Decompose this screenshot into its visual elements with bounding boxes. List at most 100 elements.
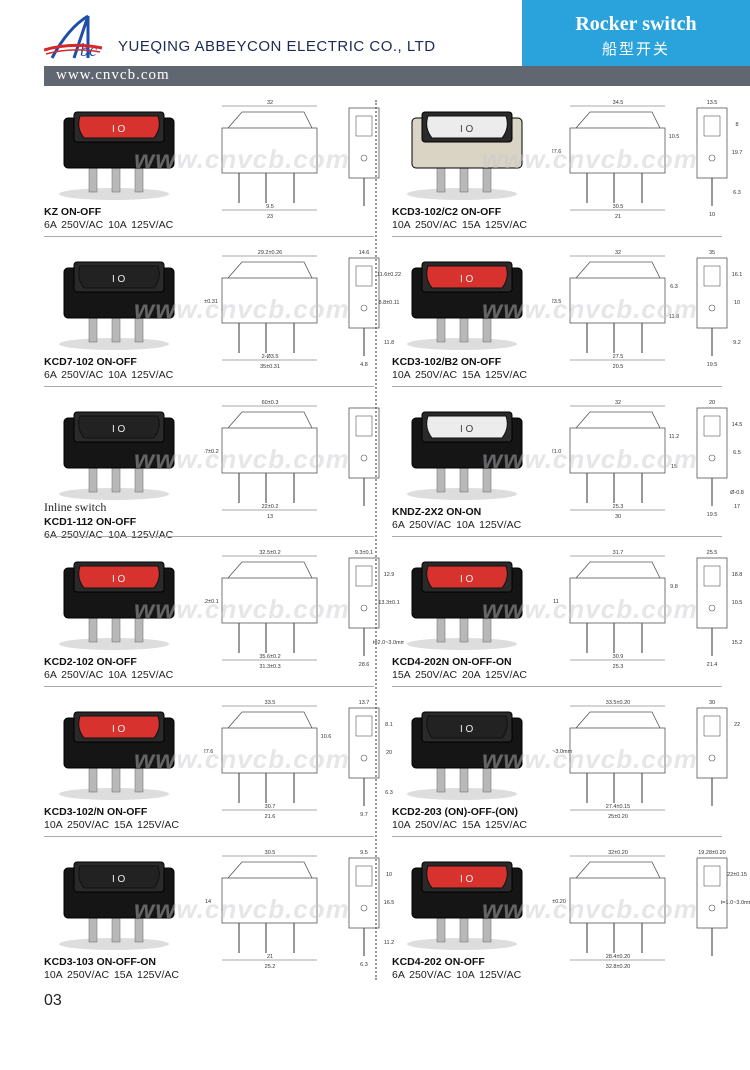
dimension-label: 9.5 bbox=[360, 850, 368, 856]
dimension-label: 19.28±0.20 bbox=[698, 850, 726, 856]
dimension-label: 9.5 bbox=[266, 204, 274, 210]
product-rating: 6A 250V/AC 10A 125V/AC bbox=[392, 969, 522, 981]
rocker-symbol: I O bbox=[460, 874, 474, 885]
product-variant-label: Inline switch bbox=[44, 500, 107, 514]
dimension-label: 15 bbox=[671, 464, 677, 470]
dimension-label: 30 bbox=[709, 700, 715, 706]
dimension-label: 22 bbox=[734, 722, 740, 728]
dimension-label: 6.3 bbox=[670, 284, 678, 290]
dimension-label: 21.0 bbox=[552, 449, 561, 455]
dimension-label: 30.5 bbox=[613, 204, 624, 210]
product-model: KCD1-112 ON-OFF bbox=[44, 516, 137, 528]
row-divider bbox=[44, 536, 374, 537]
dimension-label: 8.8±0.11 bbox=[379, 300, 400, 306]
dimension-label: 13.5 bbox=[707, 100, 718, 106]
dimension-label: 6.3 bbox=[385, 790, 393, 796]
dimension-label: 27.6 bbox=[552, 149, 561, 155]
rocker-symbol: I O bbox=[460, 724, 474, 735]
dimension-label: 60±0.3 bbox=[262, 400, 279, 406]
dimension-label: 35 bbox=[709, 250, 715, 256]
dimension-label: 11.2 bbox=[384, 940, 394, 946]
dimension-drawing: 29.2±0.262-Ø3.535±0.3147±0.3114.611.6±0.… bbox=[204, 250, 401, 370]
dimension-label: 9.3±0.1 bbox=[355, 550, 373, 556]
dimension-label: 32±0.20 bbox=[608, 850, 628, 856]
dimension-label: 23.5 bbox=[552, 299, 561, 305]
dimension-label: 11 bbox=[553, 599, 559, 605]
rocker-actuator bbox=[426, 865, 508, 889]
dimension-label: 21 bbox=[615, 214, 621, 220]
dimension-label: t=1.5~3.0mm bbox=[552, 749, 573, 755]
rocker-actuator bbox=[78, 865, 160, 889]
dimension-label: 35.6±0.2 bbox=[259, 654, 280, 660]
dimension-drawing: 32 9.5 23 bbox=[221, 100, 380, 220]
product-photo: I O bbox=[407, 411, 523, 500]
dimension-label: 10.6 bbox=[321, 734, 332, 740]
dimension-label: t=1.0~3.0mm bbox=[721, 900, 750, 906]
dimension-label: 11.8 bbox=[669, 314, 679, 320]
dimension-label: 8.1 bbox=[385, 722, 393, 728]
product-rating: 6A 250V/AC 10A 125V/AC bbox=[44, 669, 174, 681]
product-cell: I O 29.2±0.262-Ø3.535±0.3147±0.3114.611.6… bbox=[44, 248, 404, 398]
dimension-label: 13.7 bbox=[359, 700, 370, 706]
product-model: KCD4-202 ON-OFF bbox=[392, 956, 485, 968]
dimension-label: 14.5 bbox=[732, 422, 743, 428]
dimension-label: 25.7±0.2 bbox=[204, 449, 219, 455]
dimension-label: 23 bbox=[267, 214, 273, 220]
dimension-label: 11.8 bbox=[384, 340, 394, 346]
dimension-label: 20.5 bbox=[613, 364, 624, 370]
dimension-label: Ø-0.8 bbox=[730, 490, 744, 496]
product-rating: 6A 250V/AC 10A 125V/AC bbox=[44, 369, 174, 381]
product-rating: 6A 250V/AC 10A 125V/AC bbox=[44, 219, 174, 231]
rocker-actuator bbox=[426, 565, 508, 589]
row-divider bbox=[392, 536, 722, 537]
product-model: KZ ON-OFF bbox=[44, 206, 102, 218]
dimension-label: 6.3 bbox=[733, 190, 741, 196]
dimension-label: 27.5 bbox=[613, 354, 624, 360]
dimension-label: 31.3±0.3 bbox=[259, 664, 280, 670]
company-logo: bc bbox=[44, 14, 103, 60]
dimension-label: 10.5 bbox=[669, 134, 680, 140]
column-divider bbox=[375, 100, 377, 980]
product-photo: I O bbox=[407, 111, 523, 200]
rocker-actuator bbox=[426, 415, 508, 439]
dimension-label: 10.5 bbox=[732, 600, 743, 606]
dimension-label: 16.5 bbox=[384, 900, 395, 906]
dimension-label: 19.7 bbox=[732, 150, 743, 156]
row-divider bbox=[392, 386, 722, 387]
dimension-label: 32.8±0.20 bbox=[606, 964, 630, 970]
category-title-en: Rocker switch bbox=[575, 13, 697, 35]
dimension-drawing: 32±0.2028.4±0.2032.8±0.2029±0.2019.28±0.… bbox=[552, 850, 750, 970]
dimension-label: 30 bbox=[615, 514, 621, 520]
product-model: KCD3-102/C2 ON-OFF bbox=[392, 206, 502, 218]
dimension-label: 12.9 bbox=[384, 572, 395, 578]
product-rating: 10A 250V/AC 15A 125V/AC bbox=[44, 969, 180, 981]
dimension-label: 33.5 bbox=[265, 700, 276, 706]
product-rating: 15A 250V/AC 20A 125V/AC bbox=[392, 669, 528, 681]
product-model: KCD3-102/B2 ON-OFF bbox=[392, 356, 502, 368]
product-rating: 10A 250V/AC 15A 125V/AC bbox=[392, 219, 528, 231]
dimension-label: 31.7 bbox=[613, 550, 624, 556]
dimension-label: 19.5 bbox=[707, 512, 718, 518]
dimension-label: 14.6 bbox=[359, 250, 370, 256]
rocker-symbol: I O bbox=[112, 274, 126, 285]
dimension-label: 10 bbox=[386, 872, 392, 878]
product-rating: 10A 250V/AC 15A 125V/AC bbox=[44, 819, 180, 831]
rocker-symbol: I O bbox=[112, 874, 126, 885]
rocker-actuator bbox=[426, 265, 508, 289]
product-model: KCD2-203 (ON)-OFF-(ON) bbox=[392, 806, 518, 818]
dimension-label: 32 bbox=[267, 100, 273, 106]
dimension-label: 32 bbox=[615, 400, 621, 406]
dimension-label: 6.5 bbox=[733, 450, 741, 456]
dimension-label: 29±0.20 bbox=[552, 899, 566, 905]
rocker-symbol: I O bbox=[112, 724, 126, 735]
dimension-label: 27.6 bbox=[204, 749, 213, 755]
website-url[interactable]: www.cnvcb.com bbox=[56, 67, 170, 83]
rocker-symbol: I O bbox=[460, 274, 474, 285]
dimension-label: 20 bbox=[709, 400, 715, 406]
dimension-label: 21.6 bbox=[265, 814, 276, 820]
